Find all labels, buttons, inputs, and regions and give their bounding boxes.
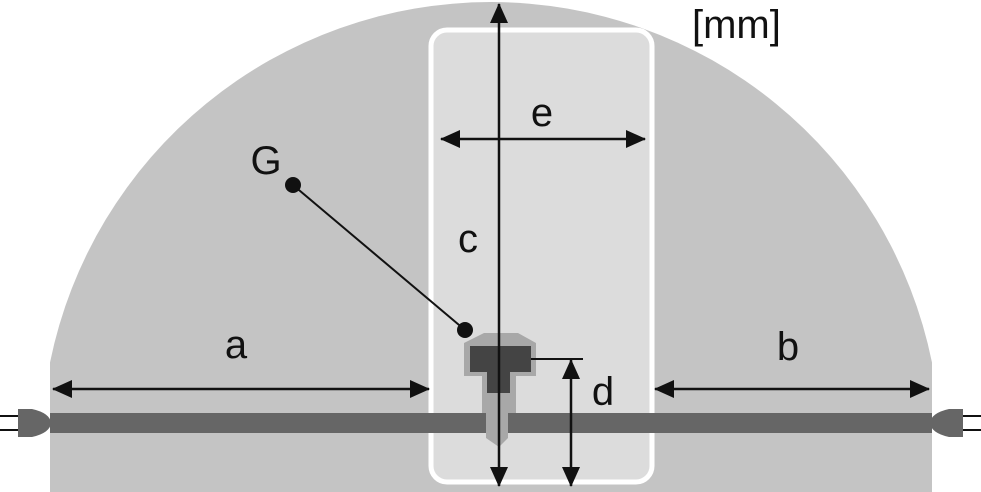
plug-left-icon <box>0 409 51 437</box>
label-g: G <box>250 139 281 183</box>
label-b: b <box>777 325 799 369</box>
label-d: d <box>592 370 614 414</box>
center-of-gravity-pointer <box>285 177 473 338</box>
unit-label: [mm] <box>692 3 781 47</box>
plug-right-icon <box>930 409 981 437</box>
label-e: e <box>531 91 553 135</box>
label-a: a <box>225 323 248 367</box>
label-c: c <box>458 217 478 261</box>
